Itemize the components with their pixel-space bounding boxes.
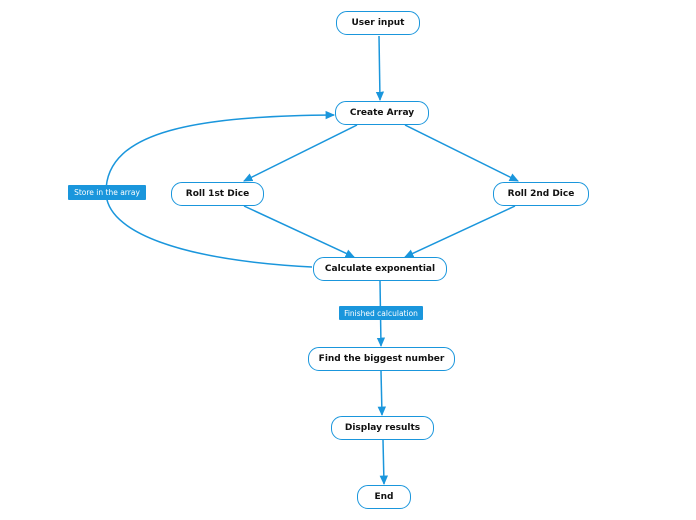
node-create-array-label: Create Array [349,108,415,118]
node-end-label: End [374,492,394,502]
node-display-results[interactable]: Display results [331,416,434,440]
node-find-biggest-number-label: Find the biggest number [318,354,445,364]
node-roll-1st-dice[interactable]: Roll 1st Dice [171,182,264,206]
node-display-results-label: Display results [344,423,421,433]
node-roll-2nd-dice-label: Roll 2nd Dice [507,189,575,199]
node-roll-1st-dice-label: Roll 1st Dice [185,189,250,199]
edge-label-finished-calculation[interactable]: Finished calculation [339,306,423,320]
node-find-biggest-number[interactable]: Find the biggest number [308,347,455,371]
edge-label-store-in-array[interactable]: Store in the array [68,185,146,200]
edge-find-biggest-number-to-display-results [377,370,387,417]
node-calculate-exponential-label: Calculate exponential [324,264,436,274]
node-user-input[interactable]: User input [336,11,420,35]
edge-label-finished-calculation-text: Finished calculation [344,308,418,318]
node-roll-2nd-dice[interactable]: Roll 2nd Dice [493,182,589,206]
node-user-input-label: User input [351,18,405,28]
node-end[interactable]: End [357,485,411,509]
edge-display-results-to-end [379,439,389,486]
edge-create-array-to-roll-2nd-dice [404,124,519,182]
edge-roll-2nd-dice-to-calculate-exponential [404,205,516,258]
edge-roll-1st-dice-to-calculate-exponential [243,205,355,258]
edge-label-store-in-array-text: Store in the array [74,188,140,197]
edge-create-array-to-roll-1st-dice [243,124,358,182]
node-create-array[interactable]: Create Array [335,101,429,125]
node-calculate-exponential[interactable]: Calculate exponential [313,257,447,281]
edge-user-input-to-create-array [375,35,385,102]
